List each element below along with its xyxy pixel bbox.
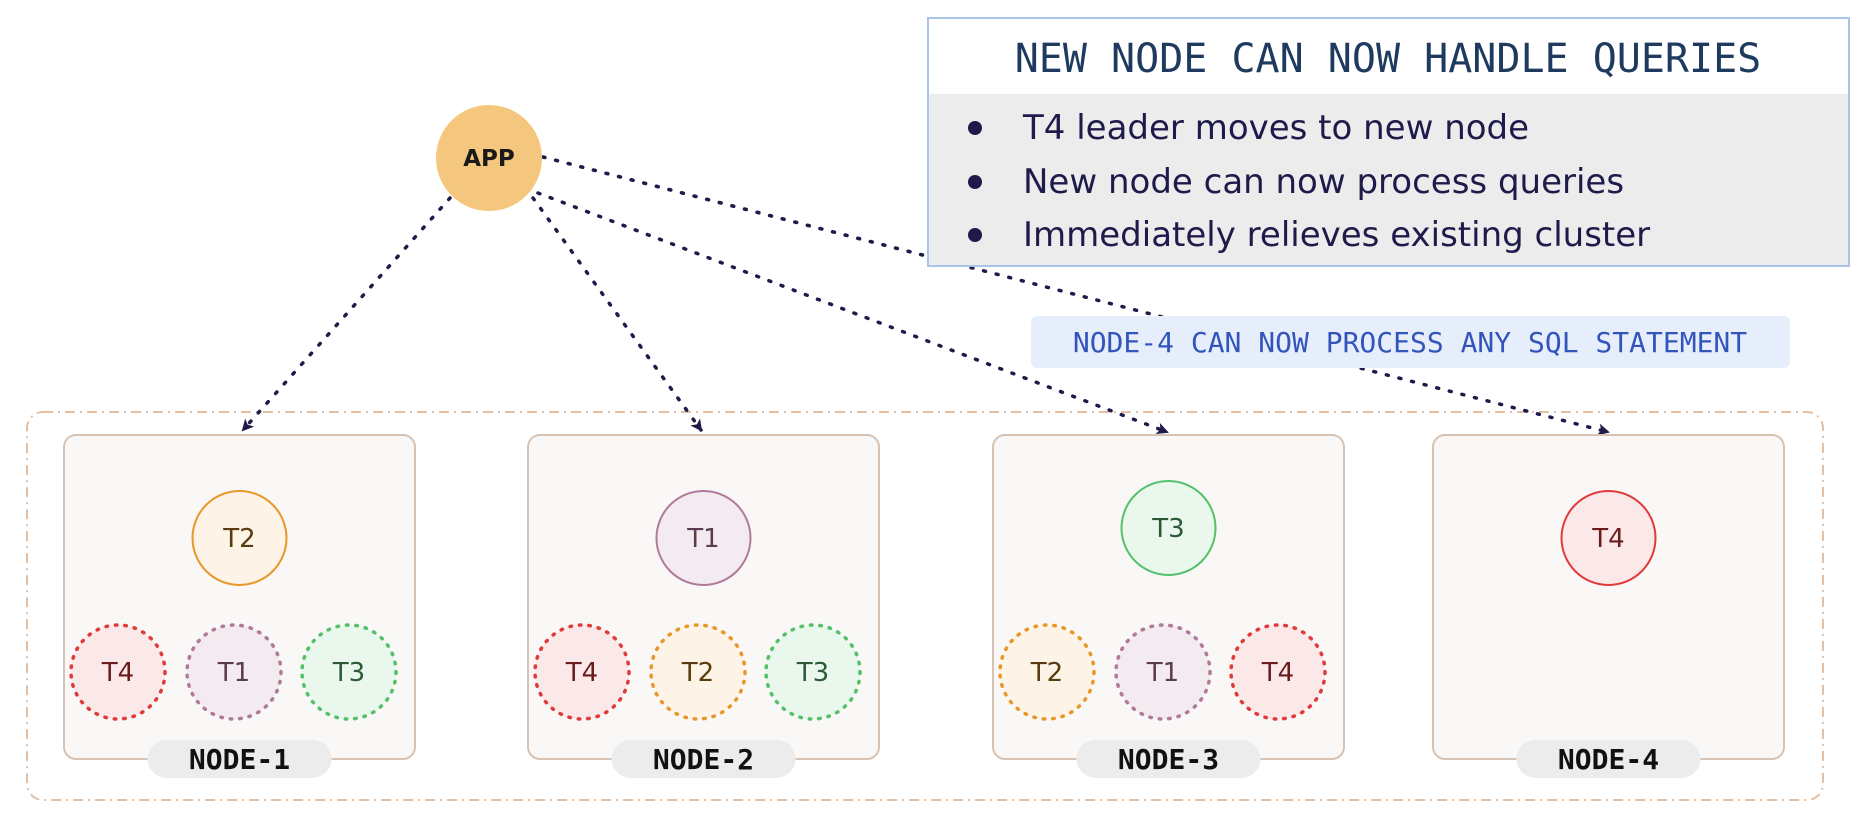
arrow-app-node-4: [541, 155, 1610, 436]
follower-circle: [185, 623, 283, 721]
leader-circle: [1560, 490, 1657, 586]
node-label-pill: [147, 740, 332, 778]
node-label: NODE-3: [1118, 743, 1219, 776]
node-label: NODE-4: [1558, 743, 1659, 776]
node-label: NODE-2: [653, 743, 754, 776]
follower-circle: [69, 623, 167, 721]
follower-label: T4: [565, 658, 598, 688]
leader-replica: T2: [191, 490, 288, 586]
info-bullet-2: New node can now process queries: [1023, 162, 1624, 202]
follower-replica: T1: [1114, 623, 1212, 721]
app-circle: [436, 105, 542, 211]
leader-circle: [1120, 480, 1217, 576]
connection-arrows: [241, 155, 1610, 436]
leader-label: T1: [686, 524, 719, 554]
leader-label: T4: [1591, 524, 1624, 554]
follower-replica: T2: [998, 623, 1096, 721]
leader-replica: T3: [1120, 480, 1217, 576]
info-box-title: NEW NODE CAN NOW HANDLE QUERIES: [1015, 36, 1762, 82]
callout: NODE-4 CAN NOW PROCESS ANY SQL STATEMENT: [1031, 316, 1790, 368]
callout-label: NODE-4 CAN NOW PROCESS ANY SQL STATEMENT: [1073, 326, 1747, 359]
node-box: [1432, 434, 1785, 760]
follower-label: T3: [332, 658, 365, 688]
info-bullet-1: T4 leader moves to new node: [1022, 108, 1529, 148]
follower-label: T1: [1146, 658, 1179, 688]
follower-label: T2: [681, 658, 714, 688]
follower-replica: T4: [533, 623, 631, 721]
node-label: NODE-1: [189, 743, 290, 776]
cluster-boundary: [26, 411, 1824, 801]
follower-replica: T1: [185, 623, 283, 721]
follower-label: T1: [217, 658, 250, 688]
leader-label: T2: [222, 524, 255, 554]
leader-label: T3: [1151, 514, 1184, 544]
follower-label: T4: [1261, 658, 1294, 688]
bullet-dot: [968, 175, 982, 189]
follower-label: T4: [101, 658, 134, 688]
bullet-dot: [968, 228, 982, 242]
arrow-app-node-2: [531, 196, 703, 432]
node-label-pill: [1516, 740, 1701, 778]
app: APP: [436, 105, 542, 211]
arrow-app-node-3: [536, 191, 1169, 435]
leader-circle: [655, 490, 752, 586]
bullet-dot: [968, 121, 982, 135]
info-box: NEW NODE CAN NOW HANDLE QUERIES T4 leade…: [927, 17, 1850, 267]
info-box-body: [929, 94, 1848, 265]
follower-replica: T4: [69, 623, 167, 721]
leader-replica: T1: [655, 490, 752, 586]
follower-circle: [300, 623, 398, 721]
leader-circle: [191, 490, 288, 586]
follower-replica: T3: [764, 623, 862, 721]
follower-label: T2: [1030, 658, 1063, 688]
arrow-app-node-1: [241, 196, 452, 432]
leader-replica: T4: [1560, 490, 1657, 586]
node-label-pill: [611, 740, 796, 778]
follower-circle: [1114, 623, 1212, 721]
info-bullet-3: Immediately relieves existing cluster: [1023, 215, 1650, 255]
callout-background: [1031, 316, 1790, 368]
app-label: APP: [463, 146, 515, 172]
node-label-pill: [1076, 740, 1261, 778]
follower-replica: T2: [649, 623, 747, 721]
follower-circle: [533, 623, 631, 721]
follower-replica: T4: [1229, 623, 1327, 721]
follower-label: T3: [796, 658, 829, 688]
follower-replica: T3: [300, 623, 398, 721]
follower-circle: [1229, 623, 1327, 721]
follower-circle: [649, 623, 747, 721]
follower-circle: [998, 623, 1096, 721]
follower-circle: [764, 623, 862, 721]
